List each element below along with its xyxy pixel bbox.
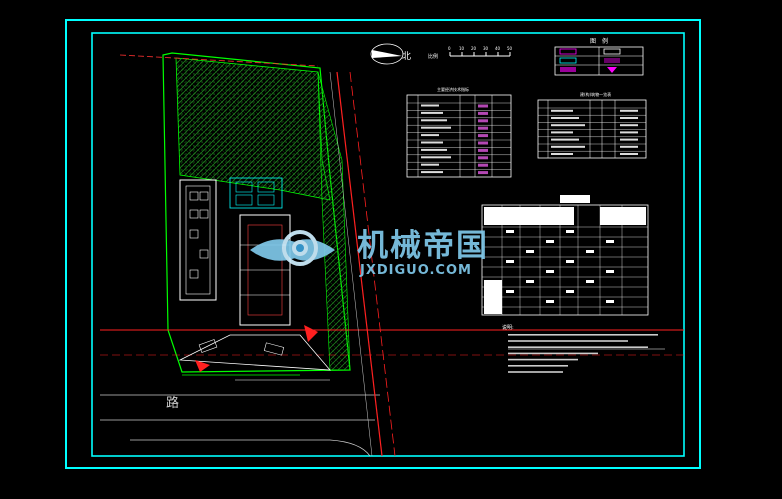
scale-tick-4: 40 [495,46,501,51]
watermark-en: JXDIGUO.COM [359,263,472,278]
building-block-center [229,177,291,326]
building-row-text [551,124,585,127]
building-row-value [620,153,638,155]
economic-row-text [421,134,439,137]
economic-row-value [478,119,488,123]
summary-cell-mark [566,230,574,233]
building-row-text [551,109,573,112]
building-row-text [551,138,579,141]
scale-tick-0: 0 [448,46,451,51]
summary-cell-mark [566,290,574,293]
building-row-value [620,109,638,112]
legend-title: 图 例 [590,37,608,45]
building-row-value [620,117,638,119]
outer-frame [65,19,701,469]
economic-table [406,94,512,178]
building-list-table [537,99,647,159]
north-label: 北 [402,51,411,62]
scale-tick-3: 30 [483,46,489,51]
notes-line [508,371,563,373]
economic-row-value [478,111,488,115]
summary-cell-mark [586,250,594,253]
notes-line [508,358,578,361]
notes-line [508,346,648,348]
summary-cell-mark [546,270,554,273]
scale-tick-2: 20 [471,46,477,51]
economic-table-title: 主要经济技术指标 [437,86,469,92]
summary-cell-mark [606,240,614,243]
scale-label: 比例 [428,53,438,60]
building-block-left [179,179,217,301]
economic-row-value [478,134,488,138]
legend-table [554,46,644,76]
entrance-area [178,325,331,381]
summary-cell-mark [606,300,614,303]
scale-bar [449,52,511,57]
building-row-text [551,131,573,134]
summary-table [481,195,649,316]
summary-table-grid [482,205,648,315]
summary-cell-mark [566,260,574,263]
summary-cell-mark [526,280,534,283]
building-row-value [620,124,638,127]
building-row-value [620,138,638,141]
inner-frame [91,32,685,457]
economic-row-text [421,148,447,151]
scale-tick-5: 50 [507,46,513,51]
building-row-value [620,145,638,148]
watermark-logo: 机械帝国 JXDIGUO.COM [250,228,489,278]
economic-row-text [421,126,451,129]
summary-cell-mark [526,250,534,253]
building-row-text [551,145,585,148]
economic-row-value [478,148,488,152]
economic-row-text [421,163,439,166]
economic-row-text [421,119,447,122]
summary-cell-mark [606,270,614,273]
notes-line [508,352,598,355]
economic-table-rows [407,102,511,175]
economic-row-value [478,156,488,160]
economic-row-value [478,171,488,175]
building-list-title: 建(构)筑物一览表 [580,91,611,97]
summary-cell-mark [506,230,514,233]
summary-cell-mark [546,300,554,303]
summary-cell-mark [506,290,514,293]
economic-row-value [478,163,488,167]
economic-row-value [478,141,488,145]
north-arrow [370,43,404,65]
notes-lines [508,334,665,373]
summary-cell-mark [546,240,554,243]
building-list-rows [538,107,646,155]
building-row-text [551,153,573,155]
notes-title: 说明: [502,324,514,331]
building-row-text [551,117,579,119]
notes-line [508,340,628,342]
building-row-value [620,131,638,134]
site-boundary [119,52,351,373]
summary-cell-mark [506,260,514,263]
economic-row-text [421,156,451,159]
watermark-cn: 机械帝国 [357,228,489,264]
economic-row-value [478,126,488,130]
notes-line [508,365,568,367]
summary-cell-mark [586,280,594,283]
economic-row-text [421,104,439,107]
economic-row-value [478,104,488,108]
economic-row-text [421,171,443,174]
road-label: 路 [166,395,179,411]
economic-row-text [421,141,443,144]
scale-tick-1: 10 [459,46,465,51]
notes-line [508,334,658,336]
economic-row-text [421,111,443,114]
roads [100,71,684,457]
